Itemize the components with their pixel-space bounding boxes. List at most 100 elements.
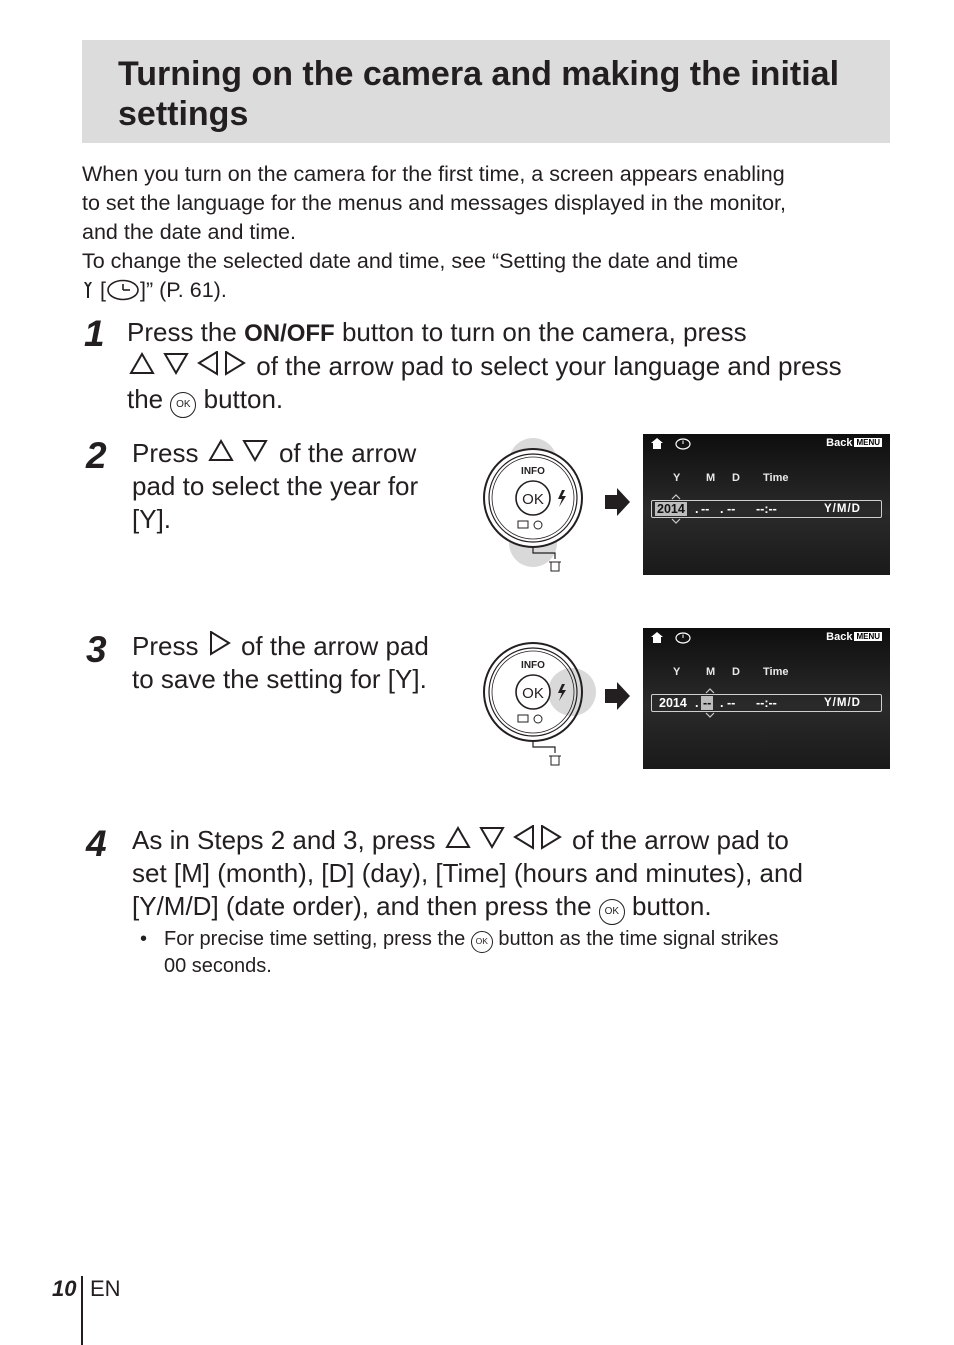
menu-button-icon: MENU [854, 438, 882, 447]
date-field[interactable] [651, 500, 882, 518]
day-value[interactable]: -- [727, 696, 736, 710]
step-number: 2 [86, 435, 107, 476]
date-order-value[interactable]: Y/M/D [824, 697, 861, 709]
intro-line: and the date and time. [82, 220, 296, 244]
month-value[interactable]: -- [701, 696, 714, 710]
intro-line: When you turn on the camera for the firs… [82, 162, 785, 186]
ref-bracket-open: [ [99, 278, 106, 302]
step-1-line-1: Press the ON/OFF button to turn on the c… [127, 316, 897, 350]
step-4-line-2: set [M] (month), [D] (day), [Time] (hour… [132, 858, 803, 888]
trash-icon [550, 561, 560, 572]
ok-button-icon: OK [598, 899, 625, 925]
trash-icon [550, 755, 560, 766]
col-year-label: Y [673, 666, 681, 678]
time-value[interactable]: --:-- [756, 696, 777, 710]
step-text-part: the [127, 384, 164, 414]
dial-info-label: INFO [521, 660, 545, 671]
date-order-value[interactable]: Y/M/D [824, 503, 861, 515]
step-text-part: Press the [127, 317, 237, 347]
step-1-line-3: the OK button. [127, 383, 897, 418]
clock-icon [107, 279, 139, 301]
step-text-part: Press [132, 631, 199, 661]
arrow-right-icon [605, 488, 630, 516]
step-number: 1 [84, 313, 105, 354]
month-value[interactable]: -- [701, 502, 710, 516]
dial-info-label: INFO [521, 466, 545, 477]
up-down-cursor-icon [671, 494, 681, 524]
arrow-up-down-left-right-icon [129, 351, 246, 376]
step-2-line-1: Press of the arrow [132, 437, 462, 470]
step-2-line-2: pad to select the year for [132, 471, 419, 501]
arrow-up-down-left-right-icon [445, 825, 562, 850]
step-text-part: button. [632, 891, 712, 921]
footer-divider [81, 1276, 83, 1345]
step-4-line-1: As in Steps 2 and 3, press of the arrow … [132, 824, 902, 857]
step-4-text: As in Steps 2 and 3, press of the arrow … [132, 824, 902, 925]
arrow-up-down-icon [207, 439, 268, 462]
intro-line: To change the selected date and time, se… [82, 249, 739, 273]
step-text-part: [Y/M/D] (date order), and then press the [132, 891, 592, 921]
page-number: 10 [52, 1276, 77, 1301]
wrench-icon [84, 282, 92, 298]
arrow-pad-dial-right: OK INFO [483, 642, 596, 766]
step-text-part: of the arrow [278, 438, 417, 468]
ref-page: ]” (P. 61). [139, 278, 227, 302]
up-down-cursor-icon [705, 688, 715, 718]
step-text-part: button. [203, 384, 284, 414]
bullet-text-line-2: 00 seconds. [164, 955, 272, 977]
title-band: Turning on the camera and making the ini… [82, 40, 890, 143]
step-2-text: Press of the arrow pad to select the yea… [132, 437, 462, 536]
step-text-part: Press [132, 438, 199, 468]
col-day-label: D [732, 666, 740, 678]
step-number: 3 [86, 629, 107, 670]
year-value[interactable]: 2014 [659, 696, 687, 710]
dial-ok-label: OK [522, 685, 544, 702]
year-value[interactable]: 2014 [655, 502, 687, 516]
step-text-part: of the arrow pad to [571, 825, 789, 855]
step-2-line-3: [Y]. [132, 504, 172, 534]
step-number: 4 [86, 823, 107, 864]
intro-line: to set the language for the menus and me… [82, 191, 786, 215]
step-3-line-2: to save the setting for [Y]. [132, 664, 427, 694]
intro-paragraph: When you turn on the camera for the firs… [82, 160, 892, 305]
arrow-right-outline-icon [209, 631, 231, 656]
flash-icon [558, 490, 566, 507]
day-value[interactable]: -- [727, 502, 736, 516]
onoff-button-label: ON/OFF [244, 320, 335, 347]
flash-icon [558, 684, 566, 701]
col-time-label: Time [763, 666, 789, 678]
bullet-item: • For precise time setting, press the OK… [140, 926, 880, 980]
col-year-label: Y [673, 472, 681, 484]
step-3-text: Press of the arrow pad to save the setti… [132, 630, 462, 696]
arrow-right-icon [605, 682, 630, 710]
arrow-pad-dial-up-down: OK INFO [483, 438, 583, 572]
highlight-right [548, 668, 596, 716]
menu-button-icon: MENU [854, 632, 882, 641]
home-clock-icon [651, 632, 691, 644]
bullet-text-part: button as the time signal strikes [498, 928, 779, 950]
language-label: EN [90, 1276, 121, 1301]
time-value[interactable]: --:-- [756, 502, 777, 516]
home-clock-icon [651, 438, 691, 450]
bullet-text-part: For precise time setting, press the [164, 928, 466, 950]
step-text-part: of the arrow pad [240, 631, 429, 661]
step-1-text: Press the ON/OFF button to turn on the c… [127, 316, 897, 418]
bullet-dot: • [140, 928, 148, 950]
col-month-label: M [706, 666, 716, 678]
step-text-part: As in Steps 2 and 3, press [132, 825, 436, 855]
step-text-part: button to turn on the camera, press [341, 317, 747, 347]
step-1-line-2: of the arrow pad to select your language… [127, 350, 897, 383]
dial-ok-label: OK [522, 491, 544, 508]
col-day-label: D [732, 472, 740, 484]
date-field[interactable] [651, 694, 882, 712]
step-3-line-1: Press of the arrow pad [132, 630, 462, 663]
intro-line-ref: [ ]” (P. 61). [82, 276, 892, 305]
col-time-label: Time [763, 472, 789, 484]
step-4-line-3: [Y/M/D] (date order), and then press the… [132, 890, 902, 925]
step-4-note: • For precise time setting, press the OK… [140, 926, 880, 980]
ok-button-icon: OK [470, 931, 493, 953]
